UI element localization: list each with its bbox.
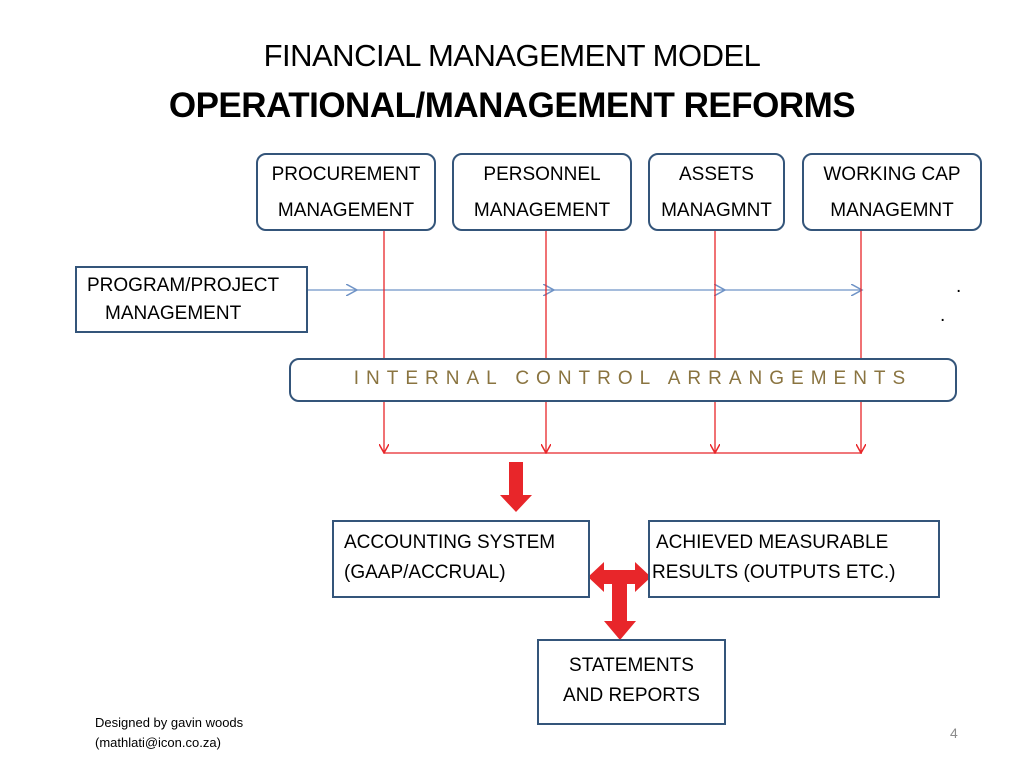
- internal-control-label: INTERNAL CONTROL ARRANGEMENTS: [353, 368, 913, 389]
- program-line-2: MANAGEMENT: [105, 303, 242, 324]
- program-project-box: PROGRAM/PROJECT MANAGEMENT: [75, 266, 308, 333]
- page-number: 4: [950, 725, 958, 741]
- title-line-1: FINANCIAL MANAGEMENT MODEL: [263, 38, 761, 73]
- dot-1: .: [956, 276, 962, 297]
- personnel-line-1: PERSONNEL: [483, 164, 601, 185]
- working-capital-line-2: MANAGEMNT: [830, 200, 954, 221]
- statements-reports-box: STATEMENTS AND REPORTS: [537, 639, 726, 725]
- internal-control-box: INTERNAL CONTROL ARRANGEMENTS: [289, 358, 957, 402]
- dot-2: .: [940, 305, 946, 326]
- double-block-arrow: [588, 562, 651, 592]
- procurement-line-2: MANAGEMENT: [277, 200, 415, 221]
- statements-line-2: AND REPORTS: [563, 685, 700, 706]
- footer-line-1: Designed by gavin woods: [95, 715, 244, 730]
- personnel-line-2: MANAGEMENT: [473, 200, 611, 221]
- procurement-box: PROCUREMENT MANAGEMENT: [256, 153, 436, 231]
- procurement-line-1: PROCUREMENT: [271, 164, 421, 185]
- working-capital-box: WORKING CAP MANAGEMNT: [802, 153, 982, 231]
- down-block-arrow: [500, 462, 532, 512]
- results-line-2: RESULTS (OUTPUTS ETC.): [652, 562, 896, 583]
- accounting-line-2: (GAAP/ACCRUAL): [344, 562, 506, 583]
- accounting-system-box: ACCOUNTING SYSTEM (GAAP/ACCRUAL): [332, 520, 590, 598]
- title-line-2: OPERATIONAL/MANAGEMENT REFORMS: [168, 86, 856, 125]
- assets-box: ASSETS MANAGMNT: [648, 153, 785, 231]
- accounting-line-1: ACCOUNTING SYSTEM: [344, 532, 556, 553]
- statements-block-arrow: [604, 584, 636, 640]
- achieved-results-box: ACHIEVED MEASURABLE RESULTS (OUTPUTS ETC…: [648, 520, 940, 598]
- statements-line-1: STATEMENTS: [569, 655, 694, 676]
- assets-line-1: ASSETS: [679, 164, 754, 185]
- control-output-arrows: [384, 402, 862, 453]
- footer-credit: Designed by gavin woods (mathlati@icon.c…: [95, 713, 243, 753]
- footer-line-2: (mathlati@icon.co.za): [95, 735, 221, 750]
- working-capital-line-1: WORKING CAP: [823, 164, 961, 185]
- personnel-box: PERSONNEL MANAGEMENT: [452, 153, 632, 231]
- program-line-1: PROGRAM/PROJECT: [87, 275, 280, 296]
- assets-line-2: MANAGMNT: [661, 200, 772, 221]
- function-to-control-arrows: [384, 224, 861, 366]
- results-line-1: ACHIEVED MEASURABLE: [656, 532, 889, 553]
